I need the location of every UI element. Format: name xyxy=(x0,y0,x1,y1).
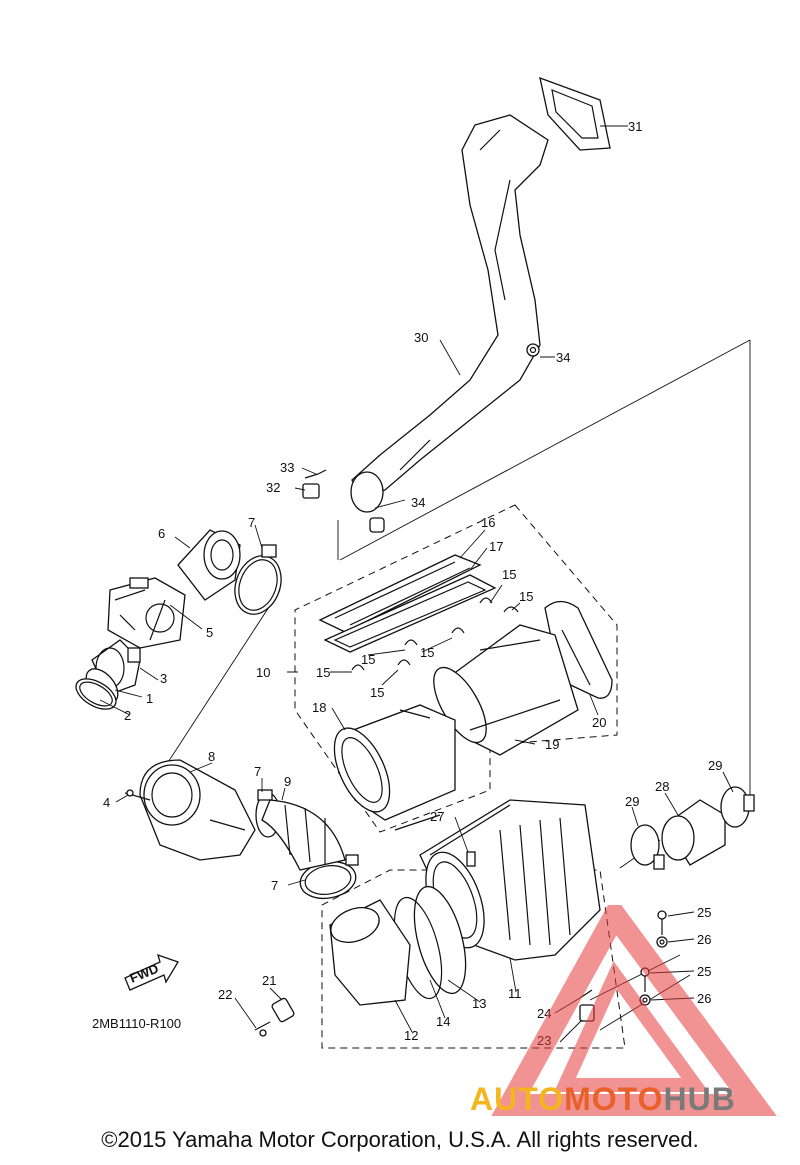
callout-27: 27 xyxy=(430,809,444,824)
clip-4 xyxy=(124,789,151,801)
callout-18: 18 xyxy=(312,700,326,715)
callout-5: 5 xyxy=(206,625,213,640)
clip-15-c xyxy=(404,639,418,646)
sensor-21 xyxy=(271,997,295,1023)
clip-15-b xyxy=(503,606,519,613)
seal-13 xyxy=(413,885,467,995)
callout-12: 12 xyxy=(404,1028,418,1043)
intake-joint-8 xyxy=(139,759,256,861)
washer-26-upper xyxy=(656,936,668,948)
reference-line-throttle xyxy=(149,589,281,791)
o-ring-2 xyxy=(75,678,117,710)
callout-10: 10 xyxy=(256,665,270,680)
hose-clamp-7-upper xyxy=(234,544,282,615)
callout-1: 1 xyxy=(146,691,153,706)
callout-8: 8 xyxy=(208,749,215,764)
callout-23: 23 xyxy=(537,1033,551,1048)
callout-21: 21 xyxy=(262,973,276,988)
callout-7-lower: 7 xyxy=(271,878,278,893)
callout-11: 11 xyxy=(508,986,522,1001)
callout-16: 16 xyxy=(481,515,495,530)
callout-34-lower: 34 xyxy=(411,495,425,510)
callout-6: 6 xyxy=(158,526,165,541)
callout-25-upper: 25 xyxy=(697,905,711,920)
grommet-34-upper xyxy=(526,343,540,357)
callout-14: 14 xyxy=(436,1014,450,1029)
callout-33: 33 xyxy=(280,460,294,475)
callout-17: 17 xyxy=(489,539,503,554)
bolt-25-lower xyxy=(640,967,650,992)
screw-22 xyxy=(254,1021,271,1037)
callout-32: 32 xyxy=(266,480,280,495)
callout-28: 28 xyxy=(655,779,669,794)
forward-direction-arrow: FWD xyxy=(124,953,179,991)
air-cleaner-cover-16 xyxy=(318,554,482,633)
element-holder-18 xyxy=(333,704,456,831)
bolt-25-upper xyxy=(657,910,667,935)
callout-29-right: 29 xyxy=(708,758,722,773)
callout-15-a: 15 xyxy=(502,567,516,582)
cap-23 xyxy=(579,1004,595,1022)
callout-3: 3 xyxy=(160,671,167,686)
hose-clamp-29-left xyxy=(630,824,665,870)
filter-element-19 xyxy=(433,624,579,756)
screw-33 xyxy=(304,469,327,479)
callout-7-upper: 7 xyxy=(248,515,255,530)
callout-7-middle: 7 xyxy=(254,764,261,779)
clip-15-d xyxy=(451,627,465,634)
clip-24 xyxy=(579,989,593,999)
callout-13: 13 xyxy=(472,996,486,1011)
callout-15-d: 15 xyxy=(420,645,434,660)
callout-4: 4 xyxy=(103,795,110,810)
callout-26-lower: 26 xyxy=(697,991,711,1006)
clip-15-e xyxy=(351,664,365,671)
callout-20: 20 xyxy=(592,715,606,730)
air-cleaner-assembly-outline xyxy=(294,504,618,833)
clip-15-f xyxy=(397,659,411,666)
callout-15-e: 15 xyxy=(316,665,330,680)
callout-19: 19 xyxy=(545,737,559,752)
hose-clamp-29-right xyxy=(720,786,755,828)
callout-2: 2 xyxy=(124,708,131,723)
drawing-code: 2MB1110-R100 xyxy=(92,1016,182,1031)
clip-32 xyxy=(302,483,320,499)
callout-25-lower: 25 xyxy=(697,964,711,979)
callout-24: 24 xyxy=(537,1006,551,1021)
duct-joint-28 xyxy=(661,799,726,866)
air-intake-duct-30 xyxy=(350,114,549,513)
throttle-body-5 xyxy=(107,577,186,649)
grommet-34-lower xyxy=(369,517,385,533)
callout-26-upper: 26 xyxy=(697,932,711,947)
callout-15-f: 15 xyxy=(370,685,384,700)
throttle-body-joint-6 xyxy=(177,529,241,601)
washer-26-lower xyxy=(639,994,651,1006)
drain-plug-27 xyxy=(466,851,476,867)
reference-line-duct xyxy=(337,339,751,800)
duct-seal-31 xyxy=(539,76,611,151)
callout-15-b: 15 xyxy=(519,589,533,604)
callout-34-upper: 34 xyxy=(556,350,570,365)
callout-31: 31 xyxy=(628,119,642,134)
callout-15-c: 15 xyxy=(361,652,375,667)
intake-hose-9 xyxy=(261,799,346,871)
callout-29-left: 29 xyxy=(625,794,639,809)
callout-22: 22 xyxy=(218,987,232,1002)
callout-30: 30 xyxy=(414,330,428,345)
callout-9: 9 xyxy=(284,774,291,789)
copyright-notice: ©2015 Yamaha Motor Corporation, U.S.A. A… xyxy=(101,1127,699,1152)
gasket-17 xyxy=(323,574,497,653)
joint-12 xyxy=(329,899,411,1006)
